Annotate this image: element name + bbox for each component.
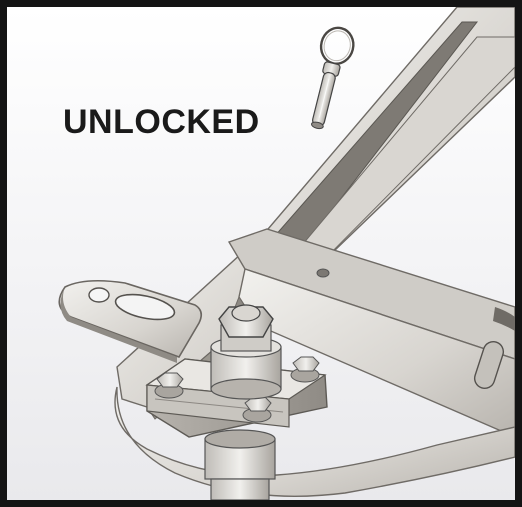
cross-member [227, 228, 515, 438]
bolt-icon [242, 396, 272, 423]
bracket-plate [114, 386, 515, 497]
center-bolt-stack [210, 304, 282, 400]
bolt-icon [290, 356, 320, 383]
lower-stem [204, 429, 276, 500]
status-label: UNLOCKED [63, 103, 260, 141]
pin-icon [311, 26, 355, 130]
slot-hole [493, 307, 515, 331]
rivet-hole [316, 268, 330, 278]
small-eye-hole [88, 287, 110, 303]
corner-bolts [154, 356, 320, 423]
large-eye-hole [114, 293, 176, 321]
slot-opening [473, 340, 505, 390]
bolt-icon [154, 372, 184, 399]
frame-rail [255, 7, 515, 278]
tow-eye-plate [58, 279, 203, 363]
hitch-assembly-illustration [7, 7, 515, 500]
